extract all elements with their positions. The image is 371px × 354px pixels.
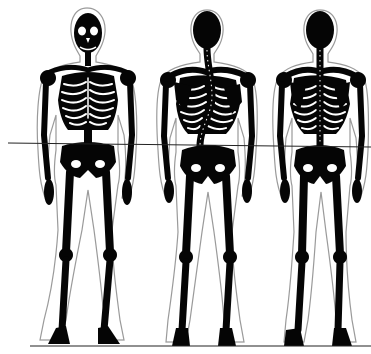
obturator-right bbox=[95, 160, 105, 168]
femur-right-back-straight bbox=[336, 176, 340, 254]
cervical-spine-front bbox=[85, 52, 91, 66]
hand-left-back-curved bbox=[164, 179, 174, 203]
skull-front bbox=[74, 13, 102, 53]
femur-left-back-straight bbox=[302, 176, 304, 254]
skeleton-back-view-straight bbox=[273, 10, 369, 346]
femur-right-front bbox=[106, 172, 110, 252]
sacrum-window-left-straight bbox=[303, 164, 313, 172]
hand-right-back-curved bbox=[242, 179, 252, 203]
sacrum-window-left-curved bbox=[191, 164, 201, 172]
sacrum-window-right-curved bbox=[215, 164, 225, 172]
hand-left-back-straight bbox=[280, 179, 290, 203]
tibia-left-front bbox=[62, 260, 66, 330]
hand-left-front bbox=[44, 179, 54, 205]
femur-left-back-curved bbox=[186, 176, 190, 254]
skull-back-straight bbox=[306, 11, 334, 49]
hand-right-back-straight bbox=[352, 179, 362, 203]
obturator-left bbox=[71, 160, 81, 168]
sacrum-window-right-straight bbox=[327, 164, 337, 172]
tibia-right-back-curved bbox=[226, 262, 230, 330]
tibia-left-back-straight bbox=[298, 262, 302, 330]
skeleton-front-view bbox=[37, 8, 137, 344]
eye-socket-left bbox=[78, 27, 86, 36]
tibia-left-back-curved bbox=[182, 262, 186, 330]
eye-socket-right bbox=[90, 27, 98, 36]
tibia-right-back-straight bbox=[338, 262, 340, 330]
hand-right-front bbox=[122, 179, 132, 205]
skeleton-back-view-curved bbox=[157, 10, 257, 346]
rib-gaps-front bbox=[62, 78, 114, 125]
femur-left-front bbox=[66, 172, 70, 252]
skull-back-curved bbox=[193, 11, 221, 49]
femur-right-back-curved bbox=[226, 176, 230, 254]
